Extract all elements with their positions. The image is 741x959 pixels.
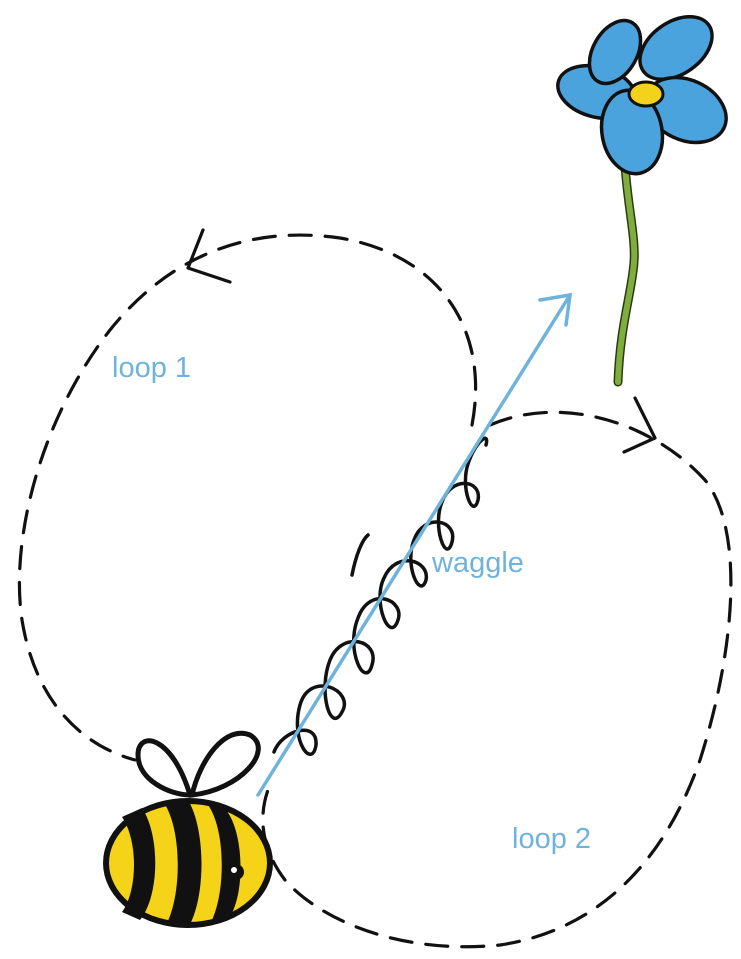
bee-wings [138,733,258,795]
loop-1-path [19,235,475,760]
waggle-label: waggle [431,547,524,579]
loop-2-arrowhead [624,398,655,452]
loop-1-label: loop 1 [112,352,191,384]
bee-stripes [122,800,241,928]
flower-icon [552,4,737,382]
waggle-start-hook [352,535,368,575]
flower-center [629,82,663,106]
loop-1-arrowhead [188,230,230,282]
direction-arrow [258,295,570,795]
bee-icon [106,733,270,928]
loop-2-path [263,412,731,946]
loop-2-label: loop 2 [512,823,591,855]
